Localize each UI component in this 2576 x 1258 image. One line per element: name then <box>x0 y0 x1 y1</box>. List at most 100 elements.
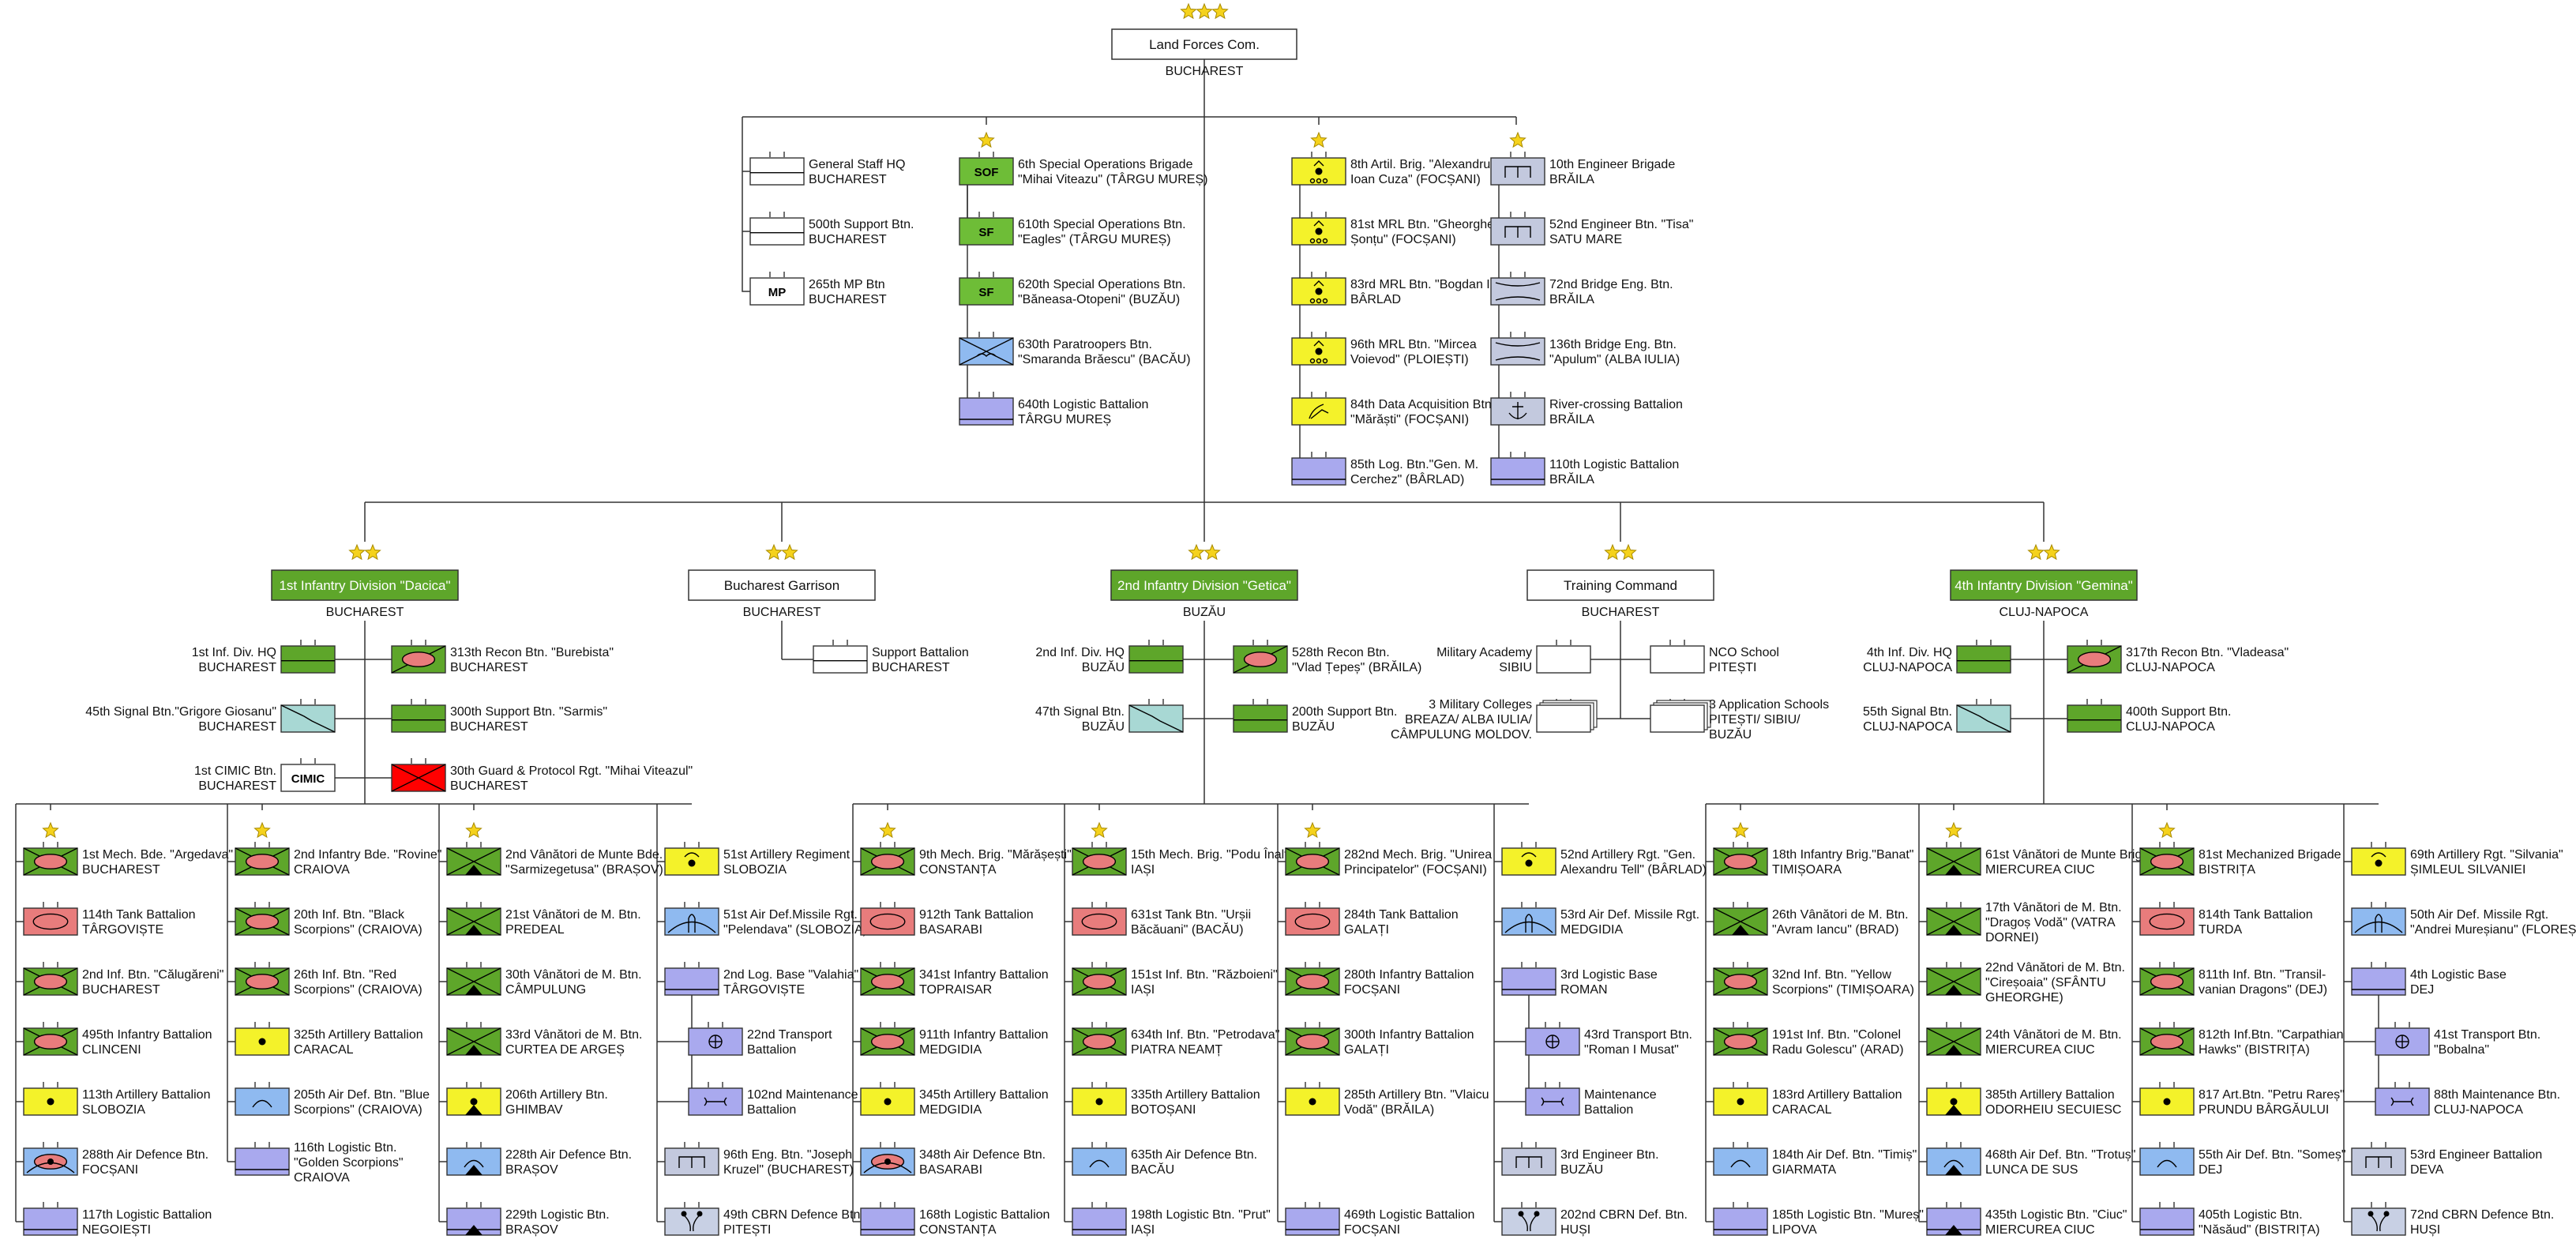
unit-b8[interactable]: 52nd Artillery Rgt. "Gen.Alexandru Tell"… <box>1501 842 1707 877</box>
unit-rec317[interactable]: 317th Recon Btn. "Vladeasa"CLUJ-NAPOCA <box>2067 640 2289 674</box>
unit-b8e[interactable]: 3rd Engineer Btn.BUZĂU <box>1501 1142 1659 1177</box>
unit-sup200[interactable]: 200th Support Btn.BUZĂU <box>1233 699 1397 734</box>
unit-rec313[interactable]: 313th Recon Btn. "Burebista"BUCHAREST <box>391 640 614 674</box>
unit-b3f[interactable]: 229th Logistic Btn.BRAȘOV <box>446 1202 610 1237</box>
unit-sig47[interactable]: 47th Signal Btn.BUZĂU <box>1035 699 1184 734</box>
unit-sig45[interactable]: 45th Signal Btn."Grigore Giosanu"BUCHARE… <box>85 699 336 734</box>
unit-b6c[interactable]: 634th Inf. Btn. "Petrodava"PIATRA NEAMȚ <box>1072 1022 1279 1057</box>
unit-b5[interactable]: 9th Mech. Brig. "Mărășești"CONSTANȚA <box>860 821 1072 877</box>
unit-da84[interactable]: 84th Data Acquisition Btn."Mărăști" (FOC… <box>1291 392 1495 426</box>
unit-b3b[interactable]: 30th Vânători de M. Btn.CÂMPULUNG <box>446 962 642 997</box>
unit-b12c[interactable]: 41st Transport Btn."Bobalna" <box>2375 1022 2540 1057</box>
unit-b10f[interactable]: 435th Logistic Btn. "Ciuc"MIERCUREA CIUC <box>1926 1202 2127 1237</box>
unit-para630[interactable]: 630th Paratroopers Btn."Smaranda Brăescu… <box>959 332 1191 366</box>
unit-b3a[interactable]: 21st Vânători de M. Btn.PREDEAL <box>446 902 641 937</box>
unit-b4f[interactable]: 49th CBRN Defence Btn.PITEȘTI <box>664 1202 864 1237</box>
unit-b10e[interactable]: 468th Air Def. Btn. "Trotuș"LUNCA DE SUS <box>1926 1142 2135 1177</box>
hq-div2[interactable]: 2nd Infantry Division "Getica"BUZĂU <box>1110 543 1298 619</box>
unit-b11d[interactable]: 817 Art.Btn. "Petru Rareș"PRUNDU BÂRGĂUL… <box>2139 1082 2345 1117</box>
unit-sup300[interactable]: 300th Support Btn. "Sarmis"BUCHAREST <box>391 699 607 734</box>
unit-sig55[interactable]: 55th Signal Btn.CLUJ-NAPOCA <box>1863 699 2011 734</box>
unit-b9f[interactable]: 185th Logistic Btn. "Mureș"LIPOVA <box>1713 1202 1924 1237</box>
unit-b5e[interactable]: 348th Air Defence Btn.BASARABI <box>860 1142 1046 1177</box>
unit-b4b[interactable]: 2nd Log. Base "Valahia"TÂRGOVIȘTE <box>664 962 858 997</box>
unit-b10a[interactable]: 17th Vânători de M. Btn."Dragoș Vodă" (V… <box>1926 901 2122 944</box>
unit-b2e[interactable]: 116th Logistic Btn."Golden Scorpions"CRA… <box>235 1141 404 1185</box>
unit-b10b[interactable]: 22nd Vânători de M. Btn."Cireșoaia" (SFÂ… <box>1926 961 2125 1005</box>
unit-sup500[interactable]: 500th Support Btn.BUCHAREST <box>749 212 914 246</box>
unit-b11f[interactable]: 405th Logistic Btn."Năsăud" (BISTRIȚA) <box>2139 1202 2320 1237</box>
unit-b8c[interactable]: 43rd Transport Btn."Roman I Musat" <box>1525 1022 1692 1057</box>
unit-b1[interactable]: 1st Mech. Bde. "Argedava"BUCHAREST <box>23 821 233 877</box>
hq-lfc[interactable]: Land Forces Com.BUCHAREST <box>1111 2 1297 78</box>
hq-div4[interactable]: 4th Infantry Division "Gemina"CLUJ-NAPOC… <box>1950 543 2138 619</box>
unit-b6b[interactable]: 151st Inf. Btn. "Războieni"IAȘI <box>1072 962 1278 997</box>
unit-eng52[interactable]: 52nd Engineer Btn. "Tisa"SATU MARE <box>1490 212 1693 246</box>
unit-b12f[interactable]: 72nd CBRN Defence Btn.HUȘI <box>2351 1202 2554 1237</box>
unit-b2[interactable]: 2nd Infantry Bde. "Rovine"CRAIOVA <box>235 821 441 877</box>
unit-b1b[interactable]: 2nd Inf. Btn. "Călugăreni"BUCHAREST <box>23 962 223 997</box>
unit-br72[interactable]: 72nd Bridge Eng. Btn.BRĂILA <box>1490 272 1673 306</box>
unit-b10c[interactable]: 24th Vânători de M. Btn.MIERCUREA CIUC <box>1926 1022 2122 1057</box>
unit-b6[interactable]: 15th Mech. Brig. "Podu Înalt"IAȘI <box>1072 821 1292 877</box>
unit-b11b[interactable]: 811th Inf. Btn. "Transil-vanian Dragons"… <box>2139 962 2327 997</box>
unit-b3d[interactable]: 206th Artillery Btn.GHIMBAV <box>446 1082 608 1117</box>
unit-b12a[interactable]: 50th Air Def. Missile Rgt."Andrei Mureși… <box>2351 902 2576 937</box>
unit-b12d[interactable]: 88th Maintenance Btn.CLUJ-NAPOCA <box>2375 1082 2560 1117</box>
unit-b12[interactable]: 69th Artillery Rgt. "Silvania"ȘIMLEUL SI… <box>2351 842 2563 877</box>
unit-mrl83[interactable]: 83rd MRL Btn. "Bogdan I"BÂRLAD <box>1291 272 1494 306</box>
unit-b9[interactable]: 18th Infantry Brig."Banat"TIMIȘOARA <box>1713 821 1913 877</box>
unit-b3[interactable]: 2nd Vânători de Munte Bde."Sarmizegetusa… <box>446 821 663 877</box>
unit-b11e[interactable]: 55th Air Def. Btn. "Someș"DEJ <box>2139 1142 2346 1177</box>
unit-b8a[interactable]: 53rd Air Def. Missile Rgt.MEDGIDIA <box>1501 902 1699 937</box>
unit-b6f[interactable]: 198th Logistic Btn. "Prut"IAȘI <box>1072 1202 1271 1237</box>
